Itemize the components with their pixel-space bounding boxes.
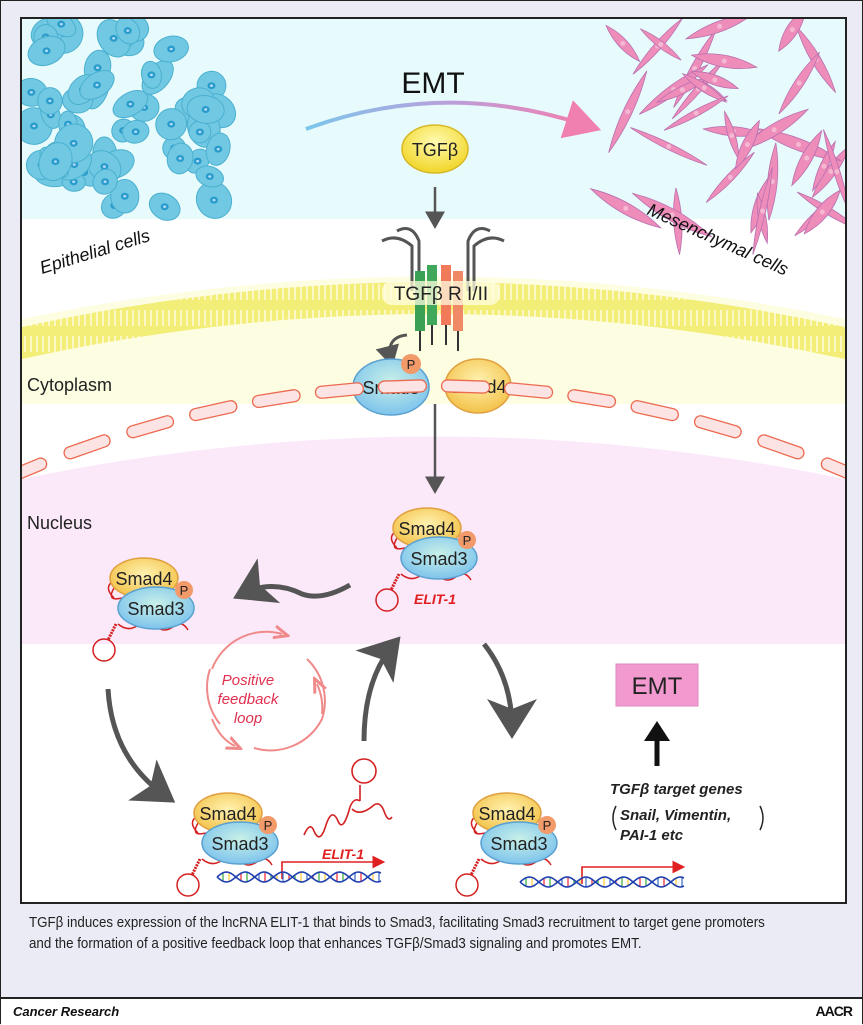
diagram-panel: EMT TGFβ Epithelial cells Mesenchymal ce…	[20, 17, 847, 904]
receptor-label: TGFβ R I/II	[394, 284, 488, 305]
svg-text:Smad4: Smad4	[478, 804, 535, 824]
figure-caption: TGFβ induces expression of the lncRNA EL…	[29, 915, 765, 952]
tgfb-label: TGFβ	[412, 140, 458, 160]
footer-bar: Cancer Research AACR	[1, 997, 862, 1025]
emt-transition-arrow	[305, 100, 602, 139]
nucleus-label: Nucleus	[27, 513, 92, 533]
tgfb-ligand	[401, 124, 469, 174]
arrow-to-target-genes	[482, 642, 537, 739]
free-elit1-rna	[303, 785, 393, 838]
emt-title: EMT	[401, 67, 464, 100]
svg-text:Positive: Positive	[222, 672, 275, 689]
epithelial-cells	[22, 19, 237, 221]
svg-text:P: P	[264, 818, 273, 833]
tgfb-receptor: TGFβ R I/II	[381, 227, 505, 351]
journal-name: Cancer Research	[13, 1004, 120, 1019]
target-gene-dna	[519, 876, 685, 888]
svg-text:Smad4: Smad4	[398, 519, 455, 539]
svg-text:Smad3: Smad3	[410, 549, 467, 569]
svg-text:P: P	[543, 818, 552, 833]
phosphorylation-arrow	[375, 333, 408, 367]
elit1-transcription-arrow	[281, 855, 386, 879]
emt-box	[615, 663, 699, 707]
arrow-to-promoter	[105, 688, 176, 803]
positive-feedback-loop: Positive feedback loop	[206, 632, 325, 752]
svg-text:Smad4: Smad4	[199, 804, 256, 824]
promoter-zone	[22, 644, 845, 902]
plasma-membrane	[22, 282, 845, 359]
target-genes-list-1: Snail, Vimentin,	[620, 807, 731, 824]
emt-box-label: EMT	[632, 673, 683, 700]
svg-text:feedback: feedback	[218, 691, 280, 708]
svg-text:Smad3: Smad3	[127, 599, 184, 619]
svg-text:loop: loop	[234, 710, 262, 727]
nuclear-envelope	[22, 379, 845, 485]
arrow-to-left-complex	[233, 558, 352, 603]
elit1-gene-label: ELIT-1	[322, 846, 364, 862]
target-genes-list-2: PAI-1 etc	[620, 827, 684, 844]
mesenchymal-cells	[589, 19, 845, 255]
left-paren	[612, 805, 617, 831]
svg-text:Smad4: Smad4	[115, 569, 172, 589]
svg-text:P: P	[463, 533, 472, 548]
elit1-label-nuclear: ELIT-1	[414, 591, 456, 607]
svg-text:Smad3: Smad3	[490, 834, 547, 854]
arrow-to-nuclear-complex	[355, 636, 401, 742]
pathway-diagram: EMT TGFβ Epithelial cells Mesenchymal ce…	[22, 19, 845, 902]
svg-text:P: P	[407, 357, 416, 372]
right-paren	[759, 805, 764, 831]
publisher-logo: AACR	[815, 1003, 853, 1019]
svg-text:Smad3: Smad3	[211, 834, 268, 854]
target-genes-title: TGFβ target genes	[610, 781, 743, 798]
svg-text:P: P	[180, 583, 189, 598]
cytoplasm-label: Cytoplasm	[27, 375, 112, 395]
elit1-promoter-dna	[216, 871, 382, 883]
